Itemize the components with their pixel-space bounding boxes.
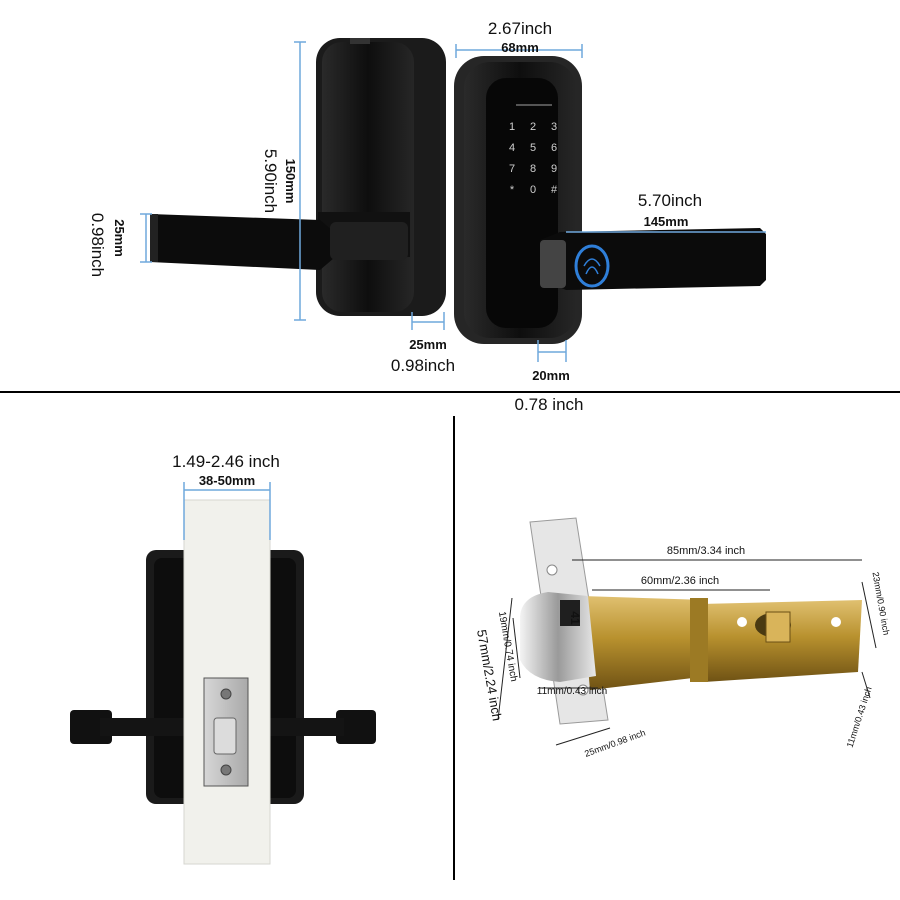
depth-inch-label: 0.98inch	[391, 356, 455, 375]
latch-bolt-height-label: 19mm/0.74 inch	[496, 611, 519, 683]
handle-length-mm-label: 145mm	[644, 214, 689, 229]
latch-face-height-label: 57mm/2.24 inch	[474, 628, 505, 722]
keypad-key: 9	[551, 163, 557, 175]
fingerprint-sensor	[574, 244, 610, 288]
keypad-key: 1	[509, 121, 515, 133]
latch-tube-diameter-label: 23mm/0.90 inch	[870, 571, 891, 636]
latch-tail-width-label: 11mm/0.43 inch	[845, 685, 874, 748]
rose-mm-label: 20mm	[532, 368, 570, 383]
door-thickness-mm-label: 38-50mm	[199, 473, 255, 488]
handle-thick-mm-label: 25mm	[112, 219, 127, 257]
latch-plate-width-label: 25mm/0.98 inch	[583, 728, 647, 759]
dimension-lines-top	[140, 41, 766, 362]
width-inch-label: 2.67inch	[488, 19, 552, 38]
lock-back-view	[150, 38, 446, 316]
door-thickness-view	[70, 499, 376, 865]
handle-length-inch-label: 5.70inch	[638, 191, 702, 210]
latch-backset-label: 60mm/2.36 inch	[641, 575, 719, 587]
keypad-key: 8	[530, 163, 536, 175]
keypad-key: 6	[551, 142, 557, 154]
latch-dimension-lines	[497, 559, 877, 746]
handle-thick-inch-label: 0.98inch	[88, 213, 107, 277]
latch-length-label: 85mm/3.34 inch	[667, 545, 745, 557]
keypad-key: 0	[530, 184, 536, 196]
latch-bolt-width-label: 11mm/0.43 inch	[537, 686, 607, 697]
keypad-key: 5	[530, 142, 536, 154]
bolt-mark: 41	[568, 611, 582, 625]
keypad-key: 7	[509, 163, 515, 175]
dimension-labels-top: 2.67inch 68mm 150mm 5.90inch 25mm 0.98in…	[88, 19, 702, 414]
door-thickness-inch-label: 1.49-2.46 inch	[172, 452, 280, 471]
keypad: 1 2 3 4 5 6 7 8 9 * 0 #	[509, 121, 558, 196]
door-dimension	[183, 482, 271, 540]
height-mm-label: 150mm	[283, 159, 298, 204]
keypad-key: 4	[509, 142, 515, 154]
keypad-key: #	[551, 184, 558, 196]
keypad-key: *	[510, 184, 515, 196]
lock-front-view: 1 2 3 4 5 6 7 8 9 * 0 #	[454, 56, 766, 344]
depth-mm-label: 25mm	[409, 337, 447, 352]
rose-inch-label: 0.78 inch	[515, 395, 584, 414]
keypad-key: 3	[551, 121, 557, 133]
height-inch-label: 5.90inch	[261, 149, 280, 213]
latch-assembly: 41	[520, 517, 862, 725]
keypad-key: 2	[530, 121, 536, 133]
width-mm-label: 68mm	[501, 40, 539, 55]
